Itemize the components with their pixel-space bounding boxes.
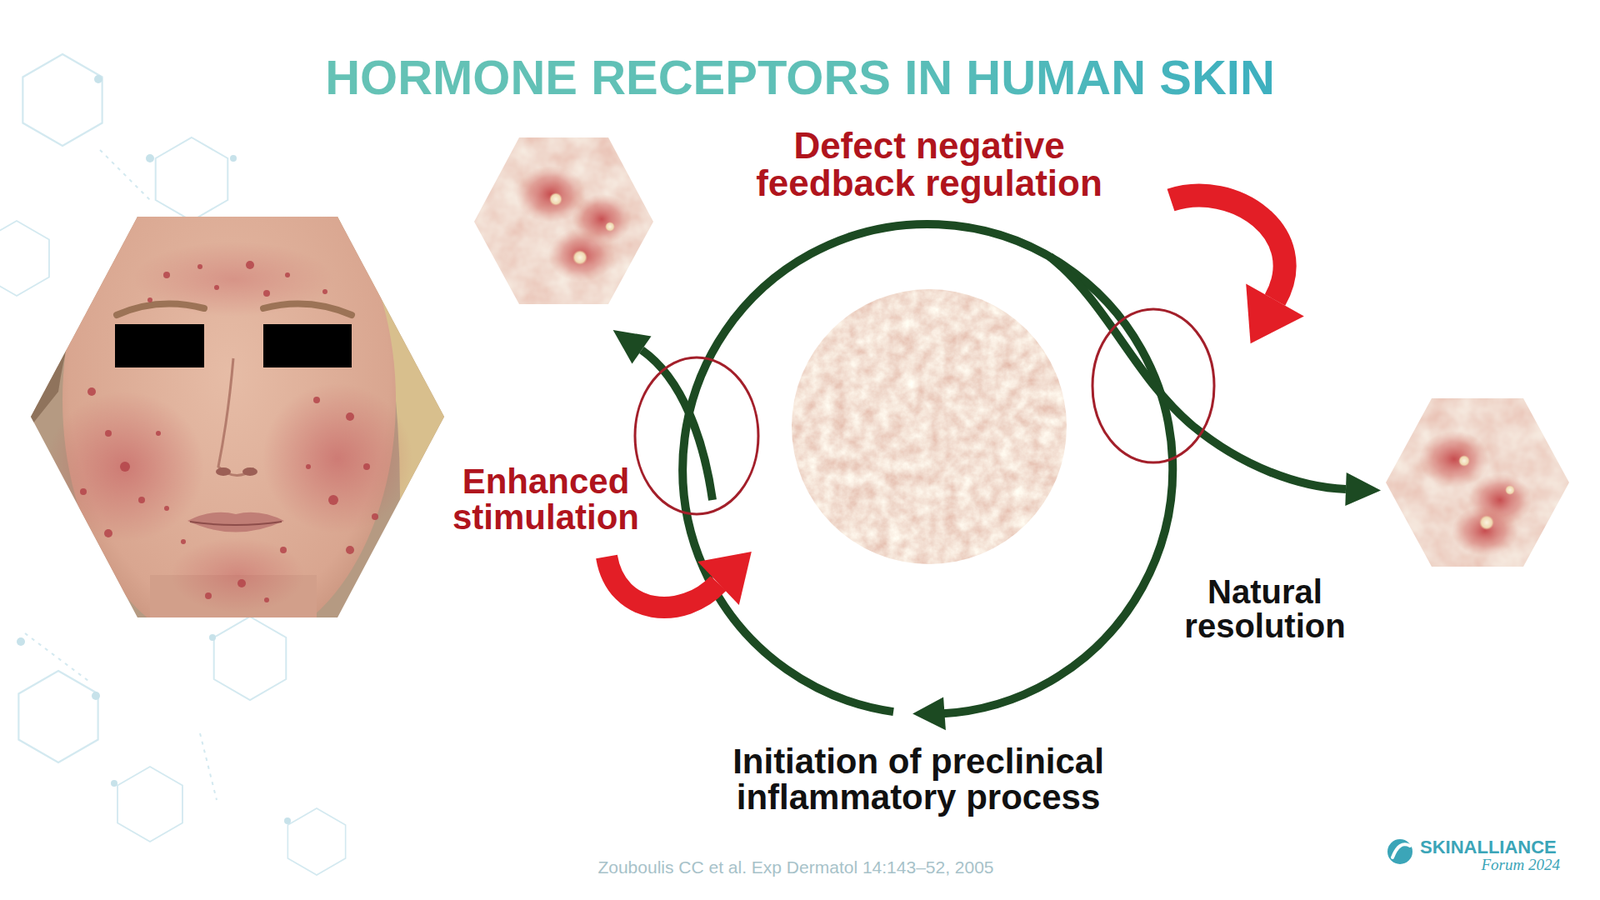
acne-spot xyxy=(345,412,355,421)
bg-dot xyxy=(284,817,291,825)
acne-spot xyxy=(280,546,287,554)
arrowhead xyxy=(912,696,946,730)
papule xyxy=(548,228,615,282)
pustule xyxy=(1479,515,1495,530)
acne-closeup-photo xyxy=(1383,395,1574,572)
acne-spot xyxy=(328,495,339,505)
bg-hexagon xyxy=(155,137,229,221)
bg-dot xyxy=(16,637,25,646)
bg-dot xyxy=(230,155,237,162)
eyebrow xyxy=(263,304,352,315)
acne-spot xyxy=(87,387,96,396)
cheek-redness xyxy=(45,391,205,542)
pustule xyxy=(1458,455,1470,467)
logo-subtitle: Forum 2024 xyxy=(1408,856,1560,873)
red-curved-arrow xyxy=(1170,195,1305,345)
eye-bar xyxy=(115,324,205,368)
acne-spots xyxy=(80,260,379,603)
pustule xyxy=(572,250,588,265)
acne-spot xyxy=(371,513,379,520)
bg-dot xyxy=(145,154,155,163)
arrowheads xyxy=(613,330,1381,730)
arrowhead xyxy=(613,330,652,365)
acne-spot xyxy=(345,545,355,555)
bg-dot xyxy=(209,634,216,641)
bg-dot xyxy=(91,691,100,700)
bg-dot xyxy=(110,780,118,787)
acne-spot xyxy=(197,264,203,270)
acne-closeup-photo xyxy=(470,133,659,309)
citation: Zouboulis CC et al. Exp Dermatol 14:143–… xyxy=(504,858,1088,876)
nostril xyxy=(215,467,231,476)
cheek-redness xyxy=(262,383,413,534)
pustule xyxy=(605,221,615,232)
branch-arrow xyxy=(641,350,713,500)
arrowhead xyxy=(1345,472,1381,506)
bg-hexagon xyxy=(117,766,183,842)
stage-label: Initiation of preclinical inflammatory p… xyxy=(701,743,1135,815)
acne-spot xyxy=(363,463,370,470)
factor-label: Enhanced stimulation xyxy=(429,463,663,535)
red-arrowhead xyxy=(697,551,752,605)
highlight-ellipse xyxy=(1092,309,1215,463)
acne-spot xyxy=(163,271,170,279)
lips xyxy=(187,512,285,533)
red-curved-arrow xyxy=(606,551,752,608)
slide-title: HORMONE RECEPTORS IN HUMAN SKIN xyxy=(0,50,1600,105)
acne-spot xyxy=(205,592,212,600)
eye-bar xyxy=(263,324,352,368)
acne-spot xyxy=(264,597,270,603)
acne-spot xyxy=(214,285,220,290)
pustule xyxy=(549,192,563,206)
face-photo xyxy=(25,150,450,650)
acne-spot xyxy=(180,539,186,545)
acne-spot xyxy=(104,529,113,538)
papule xyxy=(1419,430,1490,488)
pustule xyxy=(1505,485,1515,495)
eyebrow xyxy=(116,304,205,315)
red-arrowhead xyxy=(1245,283,1305,344)
chin-redness xyxy=(170,537,305,613)
acne-spot xyxy=(105,430,112,437)
red-arrow-shaft xyxy=(1170,195,1285,300)
acne-spot xyxy=(164,505,170,511)
acne-spot xyxy=(263,290,270,297)
acne-spot xyxy=(138,496,145,504)
skin-texture xyxy=(1383,395,1574,572)
nostril xyxy=(242,467,258,476)
acne-spot xyxy=(313,396,320,404)
cycle-ring xyxy=(682,224,1173,715)
highlight-ellipse xyxy=(635,357,759,515)
papule xyxy=(1451,505,1519,556)
bg-hexagon xyxy=(214,616,287,700)
acne-spot xyxy=(155,430,161,436)
acne-spot xyxy=(305,464,311,470)
bg-hexagon xyxy=(287,808,345,875)
nose xyxy=(218,358,255,476)
acne-spot xyxy=(322,289,328,295)
acne-spot xyxy=(96,580,104,587)
bg-hexagon xyxy=(0,220,50,296)
lip-line xyxy=(190,521,282,525)
acne-spot xyxy=(80,488,87,495)
logo-swoosh xyxy=(1392,844,1410,858)
acne-spot xyxy=(285,272,290,278)
logo-circle xyxy=(1387,839,1413,865)
acne-spot xyxy=(237,579,246,588)
stage-label: Natural resolution xyxy=(1156,575,1374,644)
branch-arrow xyxy=(1050,256,1346,490)
factor-label: Defect negative feedback regulation xyxy=(729,126,1130,202)
bg-hexagon xyxy=(18,670,98,763)
logo-wordmark: SKINALLIANCE xyxy=(1420,838,1566,857)
acne-spot xyxy=(120,461,130,472)
skin-surface-disc xyxy=(791,289,1067,565)
acne-spot xyxy=(245,260,255,270)
skin-texture xyxy=(470,133,659,309)
logo-icon xyxy=(1387,839,1413,865)
acne-spot xyxy=(147,297,153,303)
